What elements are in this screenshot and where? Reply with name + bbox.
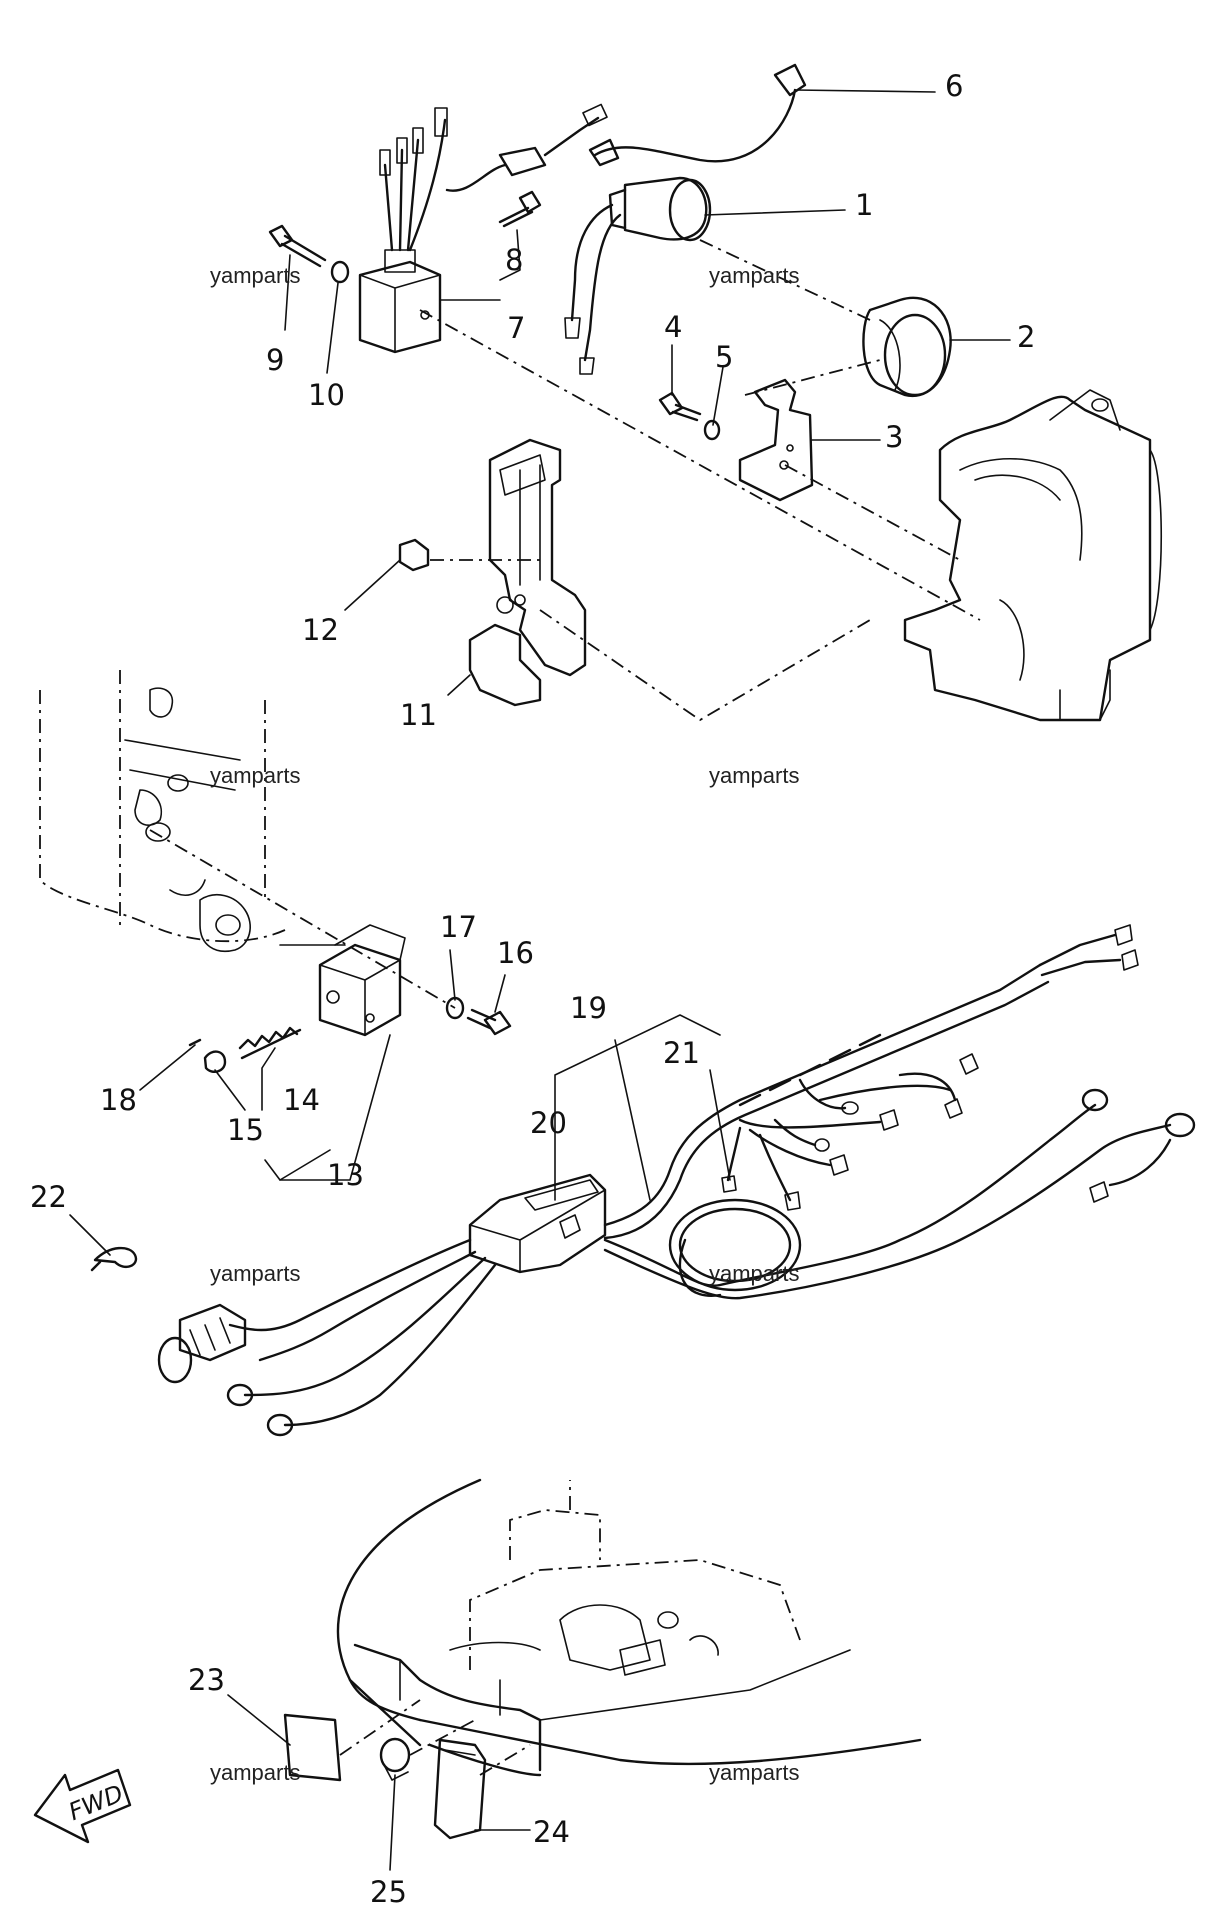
part-11-bracket xyxy=(468,438,587,707)
forward-arrow-icon: FWD xyxy=(33,1768,132,1844)
callout-3: 3 xyxy=(885,420,903,454)
callout-leaders xyxy=(69,89,1011,1871)
callout-numbers: 6 1 2 3 4 5 8 7 9 10 12 11 17 16 19 21 2… xyxy=(30,69,1035,1909)
part-14-spring xyxy=(238,1026,302,1060)
harness-lead-wires-left xyxy=(157,1238,497,1437)
watermarks: yamparts yamparts yamparts yamparts yamp… xyxy=(210,263,799,1785)
callout-8: 8 xyxy=(505,243,523,277)
callout-4: 4 xyxy=(664,310,682,344)
bottom-cowling xyxy=(336,1478,922,1777)
watermark-1: yamparts xyxy=(210,263,300,288)
part-2-cover xyxy=(862,296,952,398)
callout-9: 9 xyxy=(266,343,284,377)
part-3-bracket xyxy=(738,378,814,502)
watermark-8: yamparts xyxy=(709,1760,799,1785)
callout-17: 17 xyxy=(440,910,477,944)
watermark-4: yamparts xyxy=(709,763,799,788)
watermark-5: yamparts xyxy=(210,1261,300,1286)
callout-18: 18 xyxy=(100,1083,137,1117)
part-25-plug xyxy=(379,1737,411,1781)
watermark-3: yamparts xyxy=(210,763,300,788)
callout-24: 24 xyxy=(533,1815,570,1849)
part-10-washer xyxy=(330,260,350,284)
callout-14: 14 xyxy=(283,1083,320,1117)
part-5-washer xyxy=(703,419,721,441)
part-6-lead-wire xyxy=(588,63,807,167)
watermark-6: yamparts xyxy=(709,1261,799,1286)
part-22-clamp xyxy=(90,1246,138,1272)
callout-21: 21 xyxy=(663,1036,700,1070)
callout-6: 6 xyxy=(945,69,963,103)
callout-1: 1 xyxy=(855,188,873,222)
engine-bracket xyxy=(903,389,1163,722)
part-23-cover-plate xyxy=(283,1713,342,1782)
callout-16: 16 xyxy=(497,936,534,970)
callout-13: 13 xyxy=(327,1158,364,1192)
leader-bracket-19-20-21 xyxy=(554,1014,731,1201)
part-15-clip xyxy=(203,1050,227,1074)
part-16-bolt xyxy=(466,1008,512,1036)
callout-2: 2 xyxy=(1017,320,1035,354)
part-18-pin xyxy=(188,1038,202,1047)
callout-11: 11 xyxy=(400,698,437,732)
callout-12: 12 xyxy=(302,613,339,647)
callout-15: 15 xyxy=(227,1113,264,1147)
watermark-2: yamparts xyxy=(709,263,799,288)
callout-5: 5 xyxy=(715,340,733,374)
part-7-rectifier xyxy=(358,103,608,354)
engine-block-left xyxy=(39,670,286,952)
part-8-bolt xyxy=(498,190,542,228)
assembly-lines-middle xyxy=(149,829,456,1009)
part-4-bolt xyxy=(658,391,702,422)
callout-10: 10 xyxy=(308,378,345,412)
part-9-bolt xyxy=(268,224,327,268)
callout-22: 22 xyxy=(30,1180,67,1214)
callout-7: 7 xyxy=(507,311,525,345)
watermark-7: yamparts xyxy=(210,1760,300,1785)
part-20-harness-connector xyxy=(468,1173,607,1274)
callout-23: 23 xyxy=(188,1663,225,1697)
part-13-cdi-unit xyxy=(318,924,406,1037)
part-12-nut xyxy=(398,538,430,572)
assembly-lines-bottom xyxy=(339,1699,531,1776)
callout-19: 19 xyxy=(570,991,607,1025)
callout-25: 25 xyxy=(370,1875,407,1909)
part-19-wire-harness xyxy=(603,924,1196,1300)
part-1-starter-relay xyxy=(564,176,712,375)
assembly-lines-top xyxy=(419,239,981,722)
callout-20: 20 xyxy=(530,1106,567,1140)
